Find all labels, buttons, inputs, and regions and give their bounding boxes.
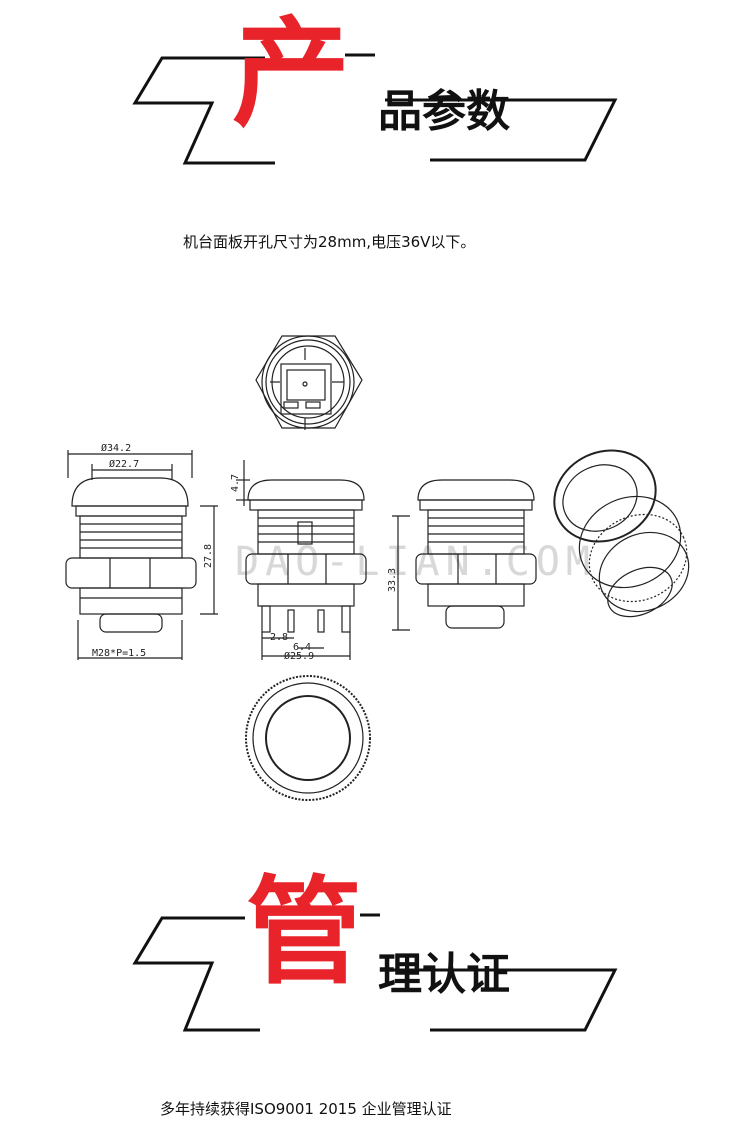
side-view-2 [236,460,367,660]
dim-p2: 6.4 [293,642,311,653]
section1-big-char: 产 [232,5,351,143]
dim-thread: M28*P=1.5 [92,648,146,659]
dim-h2: 33.3 [387,568,398,592]
perspective-view [553,449,690,618]
section1-banner-frame [132,53,618,165]
bottom-view [245,675,371,801]
section1-title: 品参数 [378,86,510,137]
section2-note: 多年持续获得ISO9001 2015 企业管理认证 [160,1100,452,1118]
section2-big-char: 管 [246,865,362,1000]
dim-h1: 27.8 [203,544,214,568]
watermark-text: DAO-LIAN.COM [235,539,596,585]
section2-title: 理认证 [378,949,510,1000]
dim-d3: Ø25.9 [284,650,314,662]
section2-banner-frame [132,913,618,1032]
side-view-1 [65,450,218,660]
dim-d1: Ø34.2 [101,442,131,454]
dim-cap: 4.7 [230,474,241,492]
dim-p1: 2.8 [270,632,288,643]
dim-d2: Ø22.7 [109,458,139,470]
side-view-3 [392,479,537,631]
section1-note: 机台面板开孔尺寸为28mm,电压36V以下。 [183,233,476,251]
top-view [255,335,363,430]
technical-drawing: DAO-LIAN.COM [65,335,690,801]
